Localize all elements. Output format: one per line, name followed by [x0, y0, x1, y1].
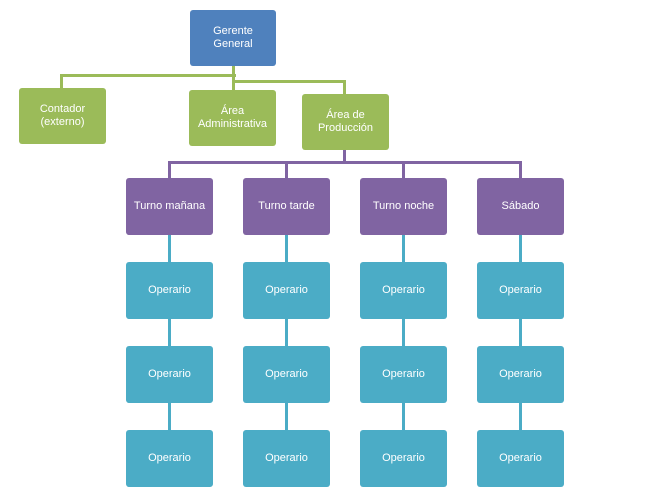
- node-label: Operario: [499, 284, 542, 296]
- connector: [402, 161, 405, 178]
- node-label: Operario: [499, 368, 542, 380]
- node-gerente-general: Gerente General: [190, 10, 276, 66]
- node-label: Operario: [265, 452, 308, 464]
- connector: [60, 74, 63, 88]
- connector: [168, 403, 171, 430]
- node-label: Contador (externo): [39, 103, 86, 128]
- connector: [402, 403, 405, 430]
- node-label: Operario: [148, 452, 191, 464]
- node-turno-manana: Turno mañana: [126, 178, 213, 235]
- connector: [285, 161, 288, 178]
- node-area-administrativa: Área Administrativa: [189, 90, 276, 146]
- node-operario: Operario: [126, 346, 213, 403]
- node-label: Turno tarde: [258, 200, 315, 212]
- connector: [285, 319, 288, 346]
- connector: [402, 235, 405, 262]
- node-label: Operario: [265, 284, 308, 296]
- node-operario: Operario: [360, 346, 447, 403]
- connector: [168, 161, 522, 164]
- connector: [285, 235, 288, 262]
- connector: [519, 319, 522, 346]
- node-operario: Operario: [360, 262, 447, 319]
- node-label: Operario: [265, 368, 308, 380]
- node-label: Sábado: [501, 200, 540, 212]
- node-operario: Operario: [243, 430, 330, 487]
- node-operario: Operario: [477, 346, 564, 403]
- connector: [343, 150, 346, 163]
- node-sabado: Sábado: [477, 178, 564, 235]
- connector: [168, 319, 171, 346]
- node-label: Área de Producción: [317, 109, 374, 134]
- node-label: Gerente General: [213, 25, 253, 50]
- connector: [232, 80, 346, 83]
- node-operario: Operario: [360, 430, 447, 487]
- node-operario: Operario: [126, 430, 213, 487]
- node-label: Operario: [499, 452, 542, 464]
- node-operario: Operario: [243, 346, 330, 403]
- connector: [168, 235, 171, 262]
- node-label: Turno noche: [372, 200, 435, 212]
- node-operario: Operario: [477, 430, 564, 487]
- connector: [519, 235, 522, 262]
- node-label: Operario: [382, 284, 425, 296]
- connector: [168, 161, 171, 178]
- connector: [60, 74, 236, 77]
- node-contador: Contador (externo): [19, 88, 106, 144]
- connector: [402, 319, 405, 346]
- connector: [343, 80, 346, 94]
- node-area-produccion: Área de Producción: [302, 94, 389, 150]
- node-label: Operario: [148, 368, 191, 380]
- node-operario: Operario: [477, 262, 564, 319]
- node-label: Turno mañana: [133, 200, 206, 212]
- node-operario: Operario: [243, 262, 330, 319]
- connector: [519, 161, 522, 178]
- node-label: Operario: [382, 452, 425, 464]
- connector: [285, 403, 288, 430]
- node-turno-noche: Turno noche: [360, 178, 447, 235]
- connector: [519, 403, 522, 430]
- connector: [232, 66, 235, 76]
- node-label: Operario: [382, 368, 425, 380]
- node-label: Operario: [148, 284, 191, 296]
- node-turno-tarde: Turno tarde: [243, 178, 330, 235]
- node-operario: Operario: [126, 262, 213, 319]
- node-label: Área Administrativa: [197, 105, 268, 130]
